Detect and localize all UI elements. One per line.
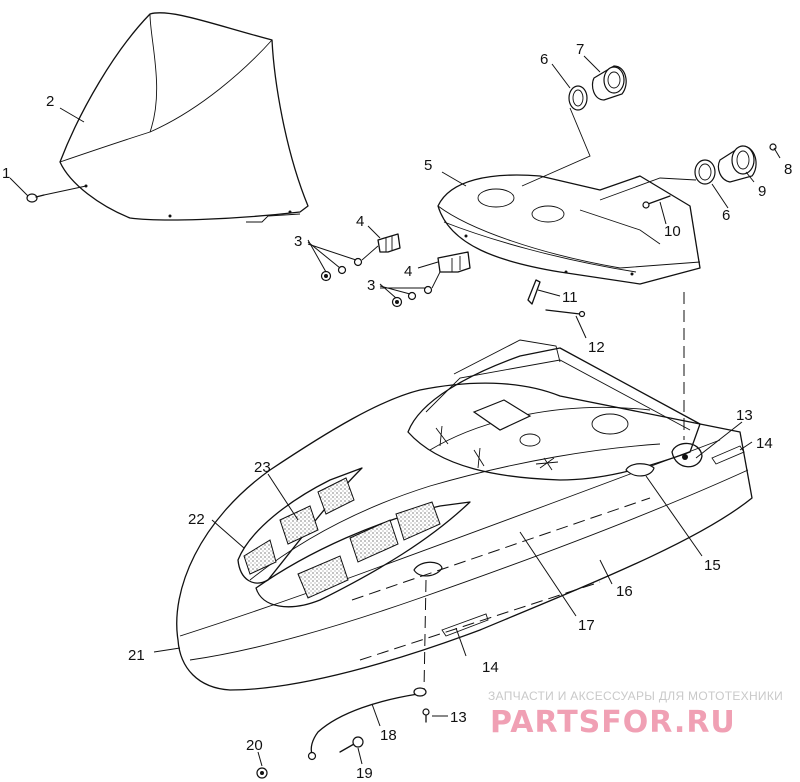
watermark: ЗАПЧАСТИ И АКСЕССУАРЫ ДЛЯ МОТОТЕХНИКИ PA… (488, 689, 783, 740)
hood-pod (407, 339, 701, 481)
nut-washer-set-lower (391, 271, 441, 308)
hood-vent-center (255, 501, 471, 608)
cable-nut (256, 767, 268, 779)
callout-17: 17 (578, 617, 595, 634)
callout-13-upper: 13 (736, 407, 753, 424)
gauge-right-leader (599, 177, 697, 201)
callout-1: 1 (2, 165, 10, 182)
windshield (59, 12, 309, 223)
decal-side (441, 613, 489, 637)
callout-labels: 1 2 3 3 4 4 5 6 6 7 8 9 10 11 12 13 13 1… (2, 41, 792, 782)
hood (176, 382, 753, 691)
hood-bolt-upper (671, 442, 703, 468)
nut-washer-set-upper (320, 245, 379, 282)
callout-6-upper: 6 (540, 51, 548, 68)
cable-bolt (339, 736, 364, 753)
callout-5: 5 (424, 157, 432, 174)
callout-2: 2 (46, 93, 54, 110)
decal-stripe-long (351, 497, 651, 661)
gauge-leader-line (521, 107, 591, 187)
callout-12: 12 (588, 339, 605, 356)
windshield-screw (26, 193, 45, 203)
callout-4-upper: 4 (356, 213, 364, 230)
watermark-brand: PARTSFOR.RU (490, 705, 736, 740)
callout-23: 23 (254, 459, 271, 476)
callout-14-side: 14 (482, 659, 499, 676)
mount-clip-upper (377, 233, 401, 253)
callout-16: 16 (616, 583, 633, 600)
callout-3-upper: 3 (294, 233, 302, 250)
gauge-bezel-right (694, 159, 716, 185)
callout-7: 7 (576, 41, 584, 58)
callout-11: 11 (562, 289, 578, 306)
align-line-hood-to-cable (423, 579, 427, 691)
callout-6-right: 6 (722, 207, 730, 224)
hood-latch (625, 463, 655, 477)
callout-18: 18 (380, 727, 397, 744)
decal-rear (711, 445, 745, 465)
hood-vent-left (237, 467, 363, 584)
callout-3-lower: 3 (367, 277, 375, 294)
callout-8: 8 (784, 161, 792, 178)
callout-21: 21 (128, 647, 145, 664)
hood-grommet-front (413, 561, 443, 577)
dash-panel (437, 174, 701, 285)
callout-20: 20 (246, 737, 263, 754)
gauge-speedometer (591, 65, 627, 101)
callout-22: 22 (188, 511, 205, 528)
hood-cable (307, 687, 427, 761)
callout-19: 19 (356, 765, 373, 782)
callout-14-rear: 14 (756, 435, 773, 452)
callout-9: 9 (758, 183, 766, 200)
callout-10: 10 (664, 223, 681, 240)
dash-bolt (642, 195, 671, 209)
watermark-tagline: ЗАПЧАСТИ И АКСЕССУАРЫ ДЛЯ МОТОТЕХНИКИ (488, 689, 783, 703)
callout-13-lower: 13 (450, 709, 467, 726)
cable-fastener (422, 708, 430, 723)
leader-lines (9, 55, 781, 767)
callout-15: 15 (704, 557, 721, 574)
mount-clip-lower (437, 251, 471, 273)
gauge-bezel-upper (568, 85, 588, 111)
retainer-pin (545, 309, 586, 318)
retainer-strap (527, 279, 541, 305)
gauge-tachometer (717, 145, 757, 183)
callout-4-lower: 4 (404, 263, 412, 280)
